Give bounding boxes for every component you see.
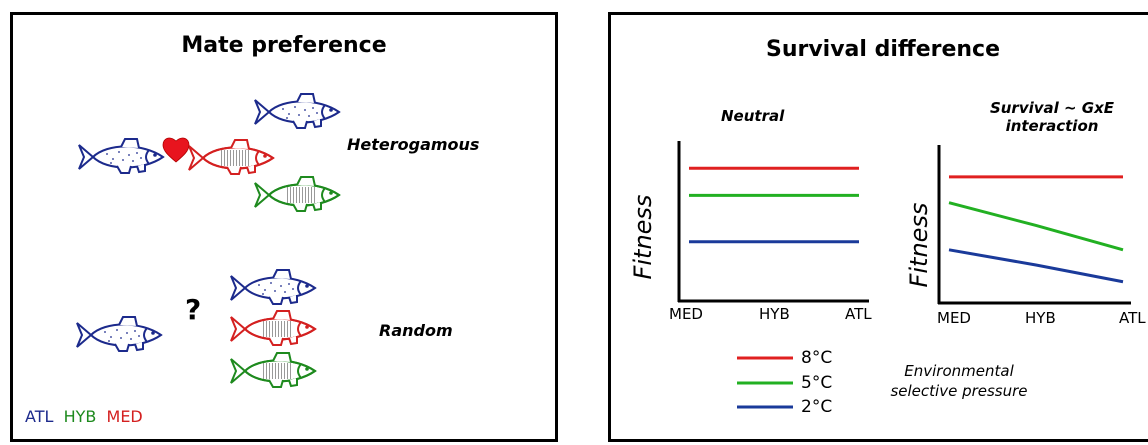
atl-fish-icon	[230, 269, 316, 305]
gxe-chart-title-line-2: interaction	[1005, 117, 1099, 135]
environmental-pressure-line-2: selective pressure	[890, 382, 1028, 400]
gxe-series-5C-line	[948, 201, 1124, 252]
heart-icon	[162, 137, 190, 163]
legend-label-8c: 8°C	[801, 348, 833, 368]
gxe-chart-title-line-1: Survival ~ GxE	[989, 99, 1115, 117]
neutral-chart-title: Neutral	[721, 107, 785, 125]
legend-atl: ATL	[25, 407, 54, 426]
survival-charts-svg	[677, 141, 1131, 409]
gxe-tick-hyb: HYB	[1025, 309, 1056, 327]
gxe-series-2C-line	[948, 248, 1124, 284]
survival-difference-title: Survival difference	[765, 37, 1001, 62]
atl-fish-icon	[76, 316, 162, 352]
question-mark: ?	[185, 293, 202, 326]
mate-preference-panel: Mate preference	[10, 12, 558, 442]
neutral-tick-med: MED	[669, 305, 703, 323]
gxe-chart-title: Survival ~ GxE interaction	[952, 99, 1148, 135]
legend-label-2c: 2°C	[801, 397, 833, 417]
neutral-tick-atl: ATL	[845, 305, 872, 323]
heterogamous-label: Heterogamous	[347, 135, 480, 154]
legend-hyb: HYB	[63, 407, 97, 426]
gxe-tick-med: MED	[937, 309, 971, 327]
species-legend: ATL HYB MED	[25, 407, 143, 426]
neutral-tick-hyb: HYB	[759, 305, 790, 323]
mate-preference-illustration	[76, 93, 340, 388]
mate-preference-title: Mate preference	[181, 33, 387, 58]
med-fish-icon	[230, 310, 316, 346]
hyb-fish-icon	[230, 352, 316, 388]
legend-med: MED	[106, 407, 143, 426]
random-label: Random	[379, 321, 453, 340]
atl-fish-icon	[254, 93, 340, 129]
survival-difference-panel: Survival difference Neutral Fitness MED …	[608, 12, 1148, 442]
hyb-fish-icon	[254, 176, 340, 212]
legend-label-5c: 5°C	[801, 373, 833, 393]
atl-fish-icon	[78, 138, 164, 174]
environmental-pressure-note: Environmental selective pressure	[879, 361, 1039, 401]
med-fish-icon	[188, 139, 274, 175]
environmental-pressure-line-1: Environmental	[904, 362, 1014, 380]
gxe-tick-atl: ATL	[1119, 309, 1146, 327]
